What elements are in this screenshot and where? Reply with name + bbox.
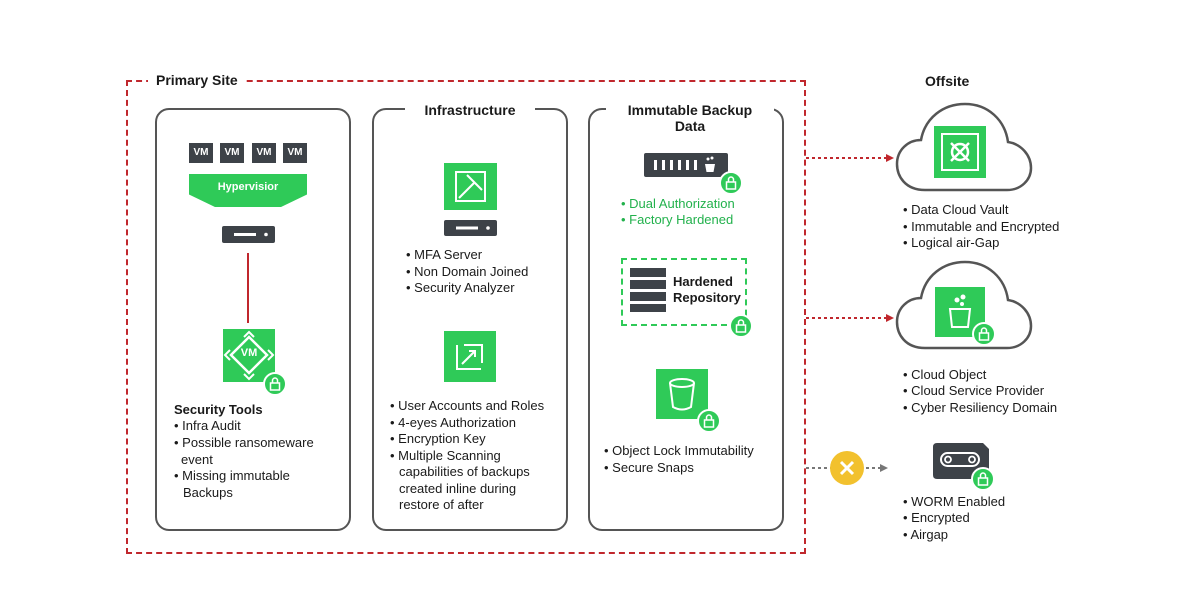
primary-site-title: Primary Site [148,72,246,88]
list-item: • Cloud Object [903,367,987,382]
list-item: • Immutable and Encrypted [903,219,1060,234]
connector-arrow [806,154,894,162]
list-item: • Logical air-Gap [903,235,1000,250]
list-item: event [181,452,213,467]
list-item: • Secure Snaps [604,460,694,475]
list-item: • Encryption Key [390,431,486,446]
list-item: created inline during [399,481,517,496]
list-item: restore of after [399,497,484,512]
repo-label: Hardened [673,274,733,289]
offsite-title: Offsite [925,73,970,89]
list-item: • Airgap [903,527,949,542]
analytics-icon [444,331,496,382]
list-item: • Infra Audit [174,418,241,433]
list-item: • User Accounts and Roles [390,398,545,413]
appliance-icon [644,153,728,177]
list-item: capabilities of backups [399,464,530,479]
list-item: • Object Lock Immutability [604,443,754,458]
list-item: • Possible ransomeware [174,435,314,450]
vault-icon [934,126,986,178]
lock-icon [719,171,743,195]
list-item: • Dual Authorization [621,196,735,211]
repo-label: Repository [673,290,741,305]
connector-line [247,253,249,323]
security-tools-heading: Security Tools [174,402,263,417]
lock-icon [263,372,287,396]
primary-site-frame [126,80,806,554]
title-line: Data [674,118,706,134]
mfa-icon [444,163,497,210]
server-icon [444,220,497,236]
title-line: Immutable Backup [627,102,753,118]
list-item: • Multiple Scanning [390,448,501,463]
immutable-backup-title: Immutable Backup Data [606,102,774,134]
vm-security-icon: VM [223,329,275,382]
hardened-repository-box [621,258,747,326]
connector-arrow [806,314,894,322]
list-item: • Encrypted [903,510,970,525]
hypervisor-icon: Hypervisior [189,174,307,207]
vm-icon: VM [189,143,213,163]
list-item: • Data Cloud Vault [903,202,1009,217]
infrastructure-title: Infrastructure [405,102,535,118]
lock-icon [697,409,721,433]
hypervisor-label: Hypervisior [217,181,279,193]
vm-icon: VM [220,143,244,163]
vm-icon: VM [252,143,276,163]
list-item: • Non Domain Joined [406,264,529,279]
panel-immutable-backup [588,108,784,531]
bucket-icon [656,369,708,419]
list-item: • 4-eyes Authorization [390,415,516,430]
list-item: • Security Analyzer [406,280,515,295]
vm-icon-label: VM [240,347,258,359]
list-item: • MFA Server [406,247,483,262]
list-item: • WORM Enabled [903,494,1006,509]
lock-icon [971,467,995,491]
list-item: • Missing immutable [174,468,290,483]
blocked-icon [830,451,864,485]
lock-icon [972,322,996,346]
list-item: • Cloud Service Provider [903,383,1045,398]
list-item: • Cyber Resiliency Domain [903,400,1058,415]
lock-icon [729,314,753,338]
list-item: Backups [183,485,233,500]
list-item: • Factory Hardened [621,212,734,227]
vm-icon: VM [283,143,307,163]
server-icon [222,226,275,243]
storage-stack-icon [630,268,666,312]
